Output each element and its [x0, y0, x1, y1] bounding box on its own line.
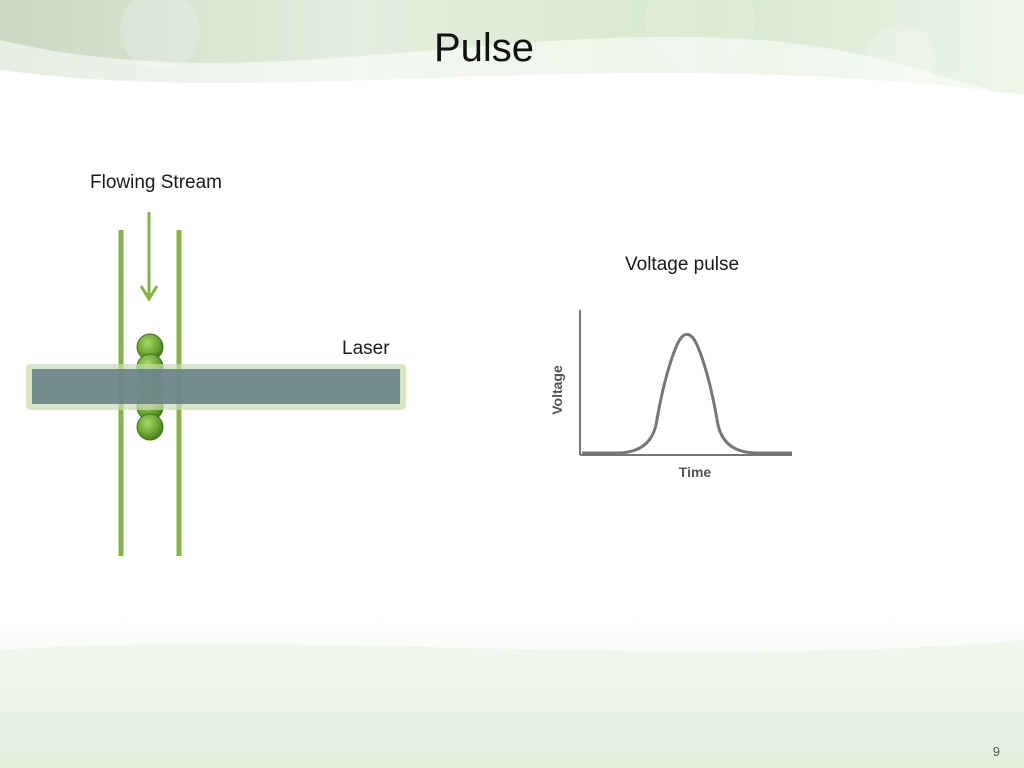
y-axis-label: Voltage	[549, 365, 565, 415]
slide-title: Pulse	[433, 26, 535, 70]
page-number: 9	[992, 744, 1000, 759]
pulse-series-line	[582, 332, 792, 455]
footer-decoration	[0, 620, 1024, 768]
flow-cell-diagram	[26, 212, 406, 556]
laser-beam	[32, 369, 400, 404]
flow-arrow-icon	[139, 212, 159, 302]
flowing-stream-label: Flowing Stream	[90, 172, 222, 193]
header-decoration	[0, 0, 1024, 100]
voltage-pulse-label: Voltage pulse	[625, 254, 740, 275]
cell-5	[136, 413, 164, 441]
x-axis-label: Time	[679, 464, 712, 480]
laser-label: Laser	[342, 338, 390, 359]
voltage-pulse-chart: Time Voltage	[549, 310, 792, 480]
